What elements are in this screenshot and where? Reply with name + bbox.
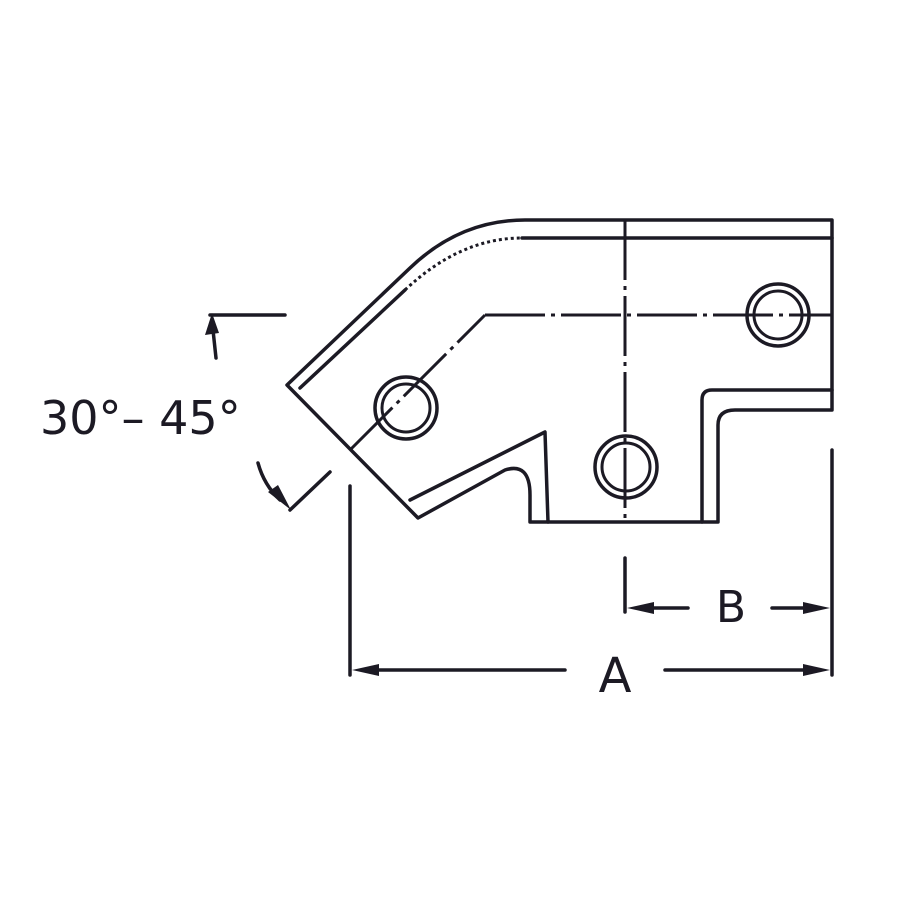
hole-outer-right	[745, 282, 811, 348]
hole-inner-bottom	[600, 441, 652, 493]
center-lines	[348, 220, 832, 522]
dim-b-arrowhead-left	[627, 602, 654, 614]
dimension-a: A	[348, 484, 830, 704]
angle-arrowhead-bottom	[268, 485, 291, 510]
hole-inner-left	[380, 382, 432, 434]
dim-a-arrowhead-right	[803, 664, 830, 676]
centerline-angled	[348, 313, 487, 452]
dimension-a-label: A	[599, 648, 632, 704]
set-screw-holes	[373, 282, 811, 500]
angle-label: 30°– 45°	[40, 391, 241, 445]
angle-arrow-line-top	[211, 328, 218, 360]
dimension-b-label: B	[716, 582, 746, 633]
hole-outer-left	[373, 375, 439, 441]
angle-arrowhead-top	[205, 313, 219, 335]
inner-wall-curve	[403, 236, 523, 292]
hole-inner-right	[752, 289, 804, 341]
dim-b-arrowhead-right	[803, 602, 830, 614]
hole-outer-bottom	[593, 434, 659, 500]
dim-a-arrowhead-left	[352, 664, 379, 676]
inner-wall-top	[298, 288, 407, 390]
angle-extension-bottom	[288, 470, 332, 512]
fitting-outline	[285, 218, 834, 524]
inner-wall-step	[700, 388, 834, 524]
angle-dimension: 30°– 45°	[40, 313, 332, 512]
dimension-b: B	[623, 448, 834, 677]
inner-wall-bottom	[408, 430, 550, 524]
outer-contour	[285, 218, 834, 524]
